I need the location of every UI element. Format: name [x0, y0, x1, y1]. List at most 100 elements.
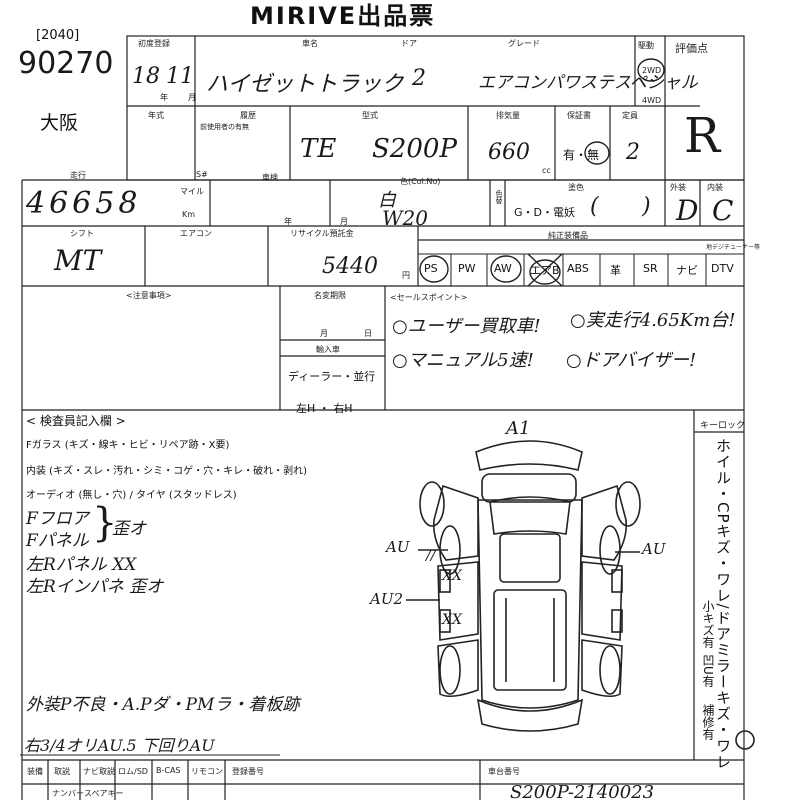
label-first-reg: 初度登録: [138, 39, 170, 48]
label-interior: 内装: [707, 183, 723, 192]
paint-options: G・D・電妖: [514, 206, 575, 219]
equip-navi: ナビ: [676, 264, 698, 277]
bottom-h3: ナビ取説: [83, 767, 115, 776]
chassis-number: S200P-2140023: [510, 782, 655, 803]
equip-sr: SR: [643, 262, 658, 275]
label-yen: 円: [402, 271, 410, 280]
inspector-audio: オーディオ (無し・穴) / タイヤ (スタッドレス): [26, 490, 237, 501]
right-small-3: 補修有: [701, 704, 715, 740]
inspector-hand-12: 歪オ: [112, 519, 146, 539]
label-history: 履歴: [240, 111, 256, 120]
car-name: ハイゼットトラック: [206, 72, 404, 97]
interior-value: C: [712, 194, 734, 227]
bottom-row2b: スペアキー: [84, 789, 124, 798]
equip-aw: AW: [494, 262, 512, 275]
bottom-h1: 装備: [27, 767, 43, 776]
inspector-hand-2: Fパネル: [26, 531, 89, 551]
label-month-suffix: 月: [188, 93, 196, 102]
sales-point-1b: ○実走行4.65Km台!: [570, 310, 736, 331]
label-exterior: 外装: [670, 183, 686, 192]
lot-code: [2040]: [36, 28, 80, 43]
label-mileage: 走行: [70, 171, 86, 180]
label-doors: ドア: [401, 39, 417, 48]
inspector-hand-5: 外装P不良・A.Pダ・PMラ・着板跡: [26, 695, 300, 715]
label-grade: グレード: [508, 39, 540, 48]
inspector-fglass: Fガラス (キズ・線キ・ヒビ・リペア跡・X要): [26, 440, 230, 451]
bottom-h6: リモコン: [191, 767, 223, 776]
mark-au2: AU2: [370, 590, 404, 608]
right-small-1: 小キズ有: [701, 600, 715, 648]
bottom-h5: B-CAS: [156, 766, 181, 775]
inspector-hand-4: 左Rインパネ 歪オ: [26, 577, 164, 597]
label-mileage-flag: S#: [196, 170, 208, 179]
doors-value: 2: [412, 66, 426, 91]
label-inspection: 車検: [262, 173, 278, 182]
bottom-h8: 車台番号: [488, 767, 520, 776]
sales-point-2a: ○マニュアル5速!: [392, 350, 534, 371]
label-sales-points: <セールスポイント>: [390, 293, 468, 302]
model-value: S200P: [372, 134, 457, 164]
label-year: 年式: [148, 111, 164, 120]
paint-paren: (: [590, 194, 599, 219]
label-color-change: 色替: [495, 190, 503, 204]
label-name-change-month: 月: [320, 329, 328, 338]
drive-4wd: 4WD: [642, 96, 662, 105]
label-cc: cc: [542, 166, 551, 175]
equip-ps: PS: [424, 262, 438, 275]
label-displacement: 排気量: [496, 111, 520, 120]
import-dealer-option: ディーラー・並行: [288, 370, 376, 383]
label-car-name: 車名: [302, 39, 318, 48]
label-name-change: 名変期限: [314, 291, 346, 300]
drive-2wd: 2WD: [642, 66, 662, 75]
import-steer-option: 左H ・ 右H: [296, 402, 353, 415]
equip-dtv: DTV: [711, 262, 734, 275]
equip-leather: 革: [610, 264, 621, 277]
label-import-car: 輸入車: [316, 345, 340, 354]
bottom-h7: 登録番号: [232, 767, 264, 776]
bottom-h2: 取説: [54, 767, 70, 776]
mark-xx-1: XX: [442, 568, 462, 584]
inspector-interior: 内装 (キズ・スレ・汚れ・シミ・コゲ・穴・キレ・破れ・剥れ): [26, 466, 307, 477]
sales-point-2b: ○ドアバイザー!: [566, 350, 697, 371]
mark-slash: //: [426, 548, 436, 564]
inspector-hand-6: 右3/4オリAU.5 下回りAU: [24, 736, 215, 755]
label-notes: <注意事項>: [126, 291, 172, 300]
bottom-h4: ロム/SD: [118, 767, 148, 776]
equip-abs: ABS: [567, 262, 589, 275]
right-column-text: ホイル・CPキズ・ワレ/ドアミラーキズ・ワレ: [714, 438, 732, 770]
label-inspection-year: 年: [284, 217, 292, 226]
exterior-value: D: [676, 194, 699, 227]
equip-airbag: エアB: [530, 264, 560, 277]
inspector-hand-3: 左Rパネル XX: [26, 555, 137, 575]
mileage-unit-mile: マイル: [180, 187, 204, 196]
label-year-suffix: 年: [160, 93, 168, 102]
mark-a1: A1: [506, 418, 531, 439]
lot-number: 90270: [18, 46, 114, 81]
region-label: 大阪: [40, 112, 79, 134]
label-key-lock: キーロック: [700, 421, 746, 431]
sales-point-1a: ○ユーザー買取車!: [392, 316, 541, 337]
label-inspector: < 検査員記入欄 >: [26, 414, 126, 428]
label-history-sub: 前使用者の有無: [200, 123, 249, 131]
label-warranty: 保証書: [567, 111, 591, 120]
model-prefix: TE: [300, 134, 337, 164]
shift-value: MT: [54, 244, 102, 277]
paint-paren-close: ): [642, 194, 651, 219]
equipment-header-tag: 地デジチューナー等: [706, 244, 761, 251]
warranty-options: 有・無: [563, 148, 600, 162]
grade-value: エアコンパワステスペシャル: [478, 73, 698, 93]
document-title: MIRIVE出品票: [250, 2, 436, 30]
mark-xx-2: XX: [442, 612, 462, 628]
label-color: 色(Col.No): [400, 177, 441, 186]
mileage-unit-km: Km: [182, 210, 196, 219]
label-aircon: エアコン: [180, 229, 212, 238]
mark-au-right: AU: [642, 540, 666, 558]
label-name-change-day: 日: [364, 329, 372, 338]
inspector-hand-brace: }: [92, 500, 118, 546]
right-small-2: 凹U有: [701, 654, 715, 687]
label-inspection-month: 月: [340, 217, 348, 226]
label-drive: 駆動: [638, 41, 654, 50]
capacity-value: 2: [626, 140, 640, 165]
label-shift: シフト: [70, 229, 94, 238]
